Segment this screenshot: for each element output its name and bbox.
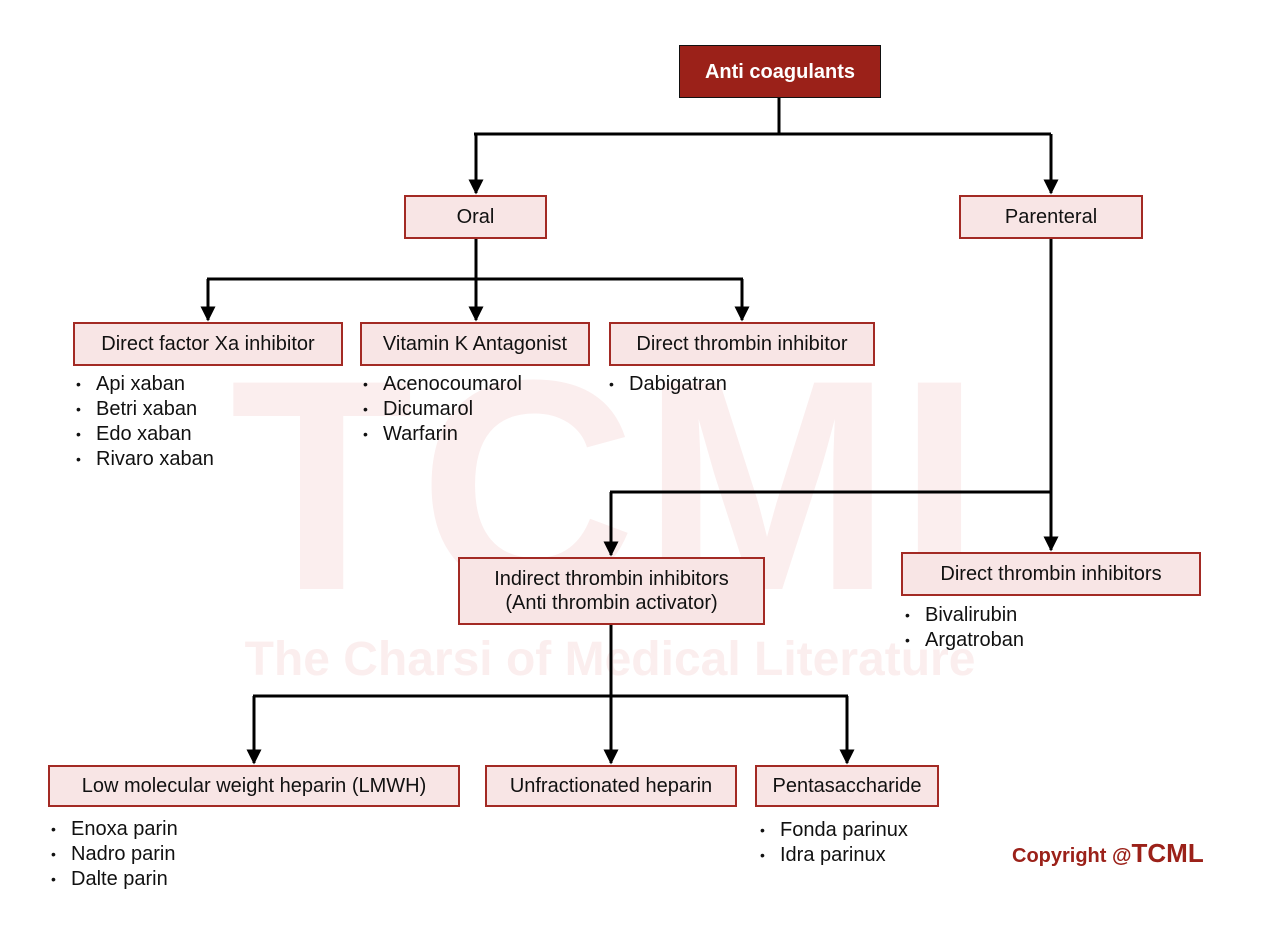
list-lmwh-drugs: Enoxa parin Nadro parin Dalte parin xyxy=(49,817,178,892)
node-unfractionated-heparin: Unfractionated heparin xyxy=(485,765,737,807)
link-parenteral-bus xyxy=(610,238,1053,494)
link-indirect-bus xyxy=(253,625,848,698)
list-factor-xa-drugs: Api xaban Betri xaban Edo xaban Rivaro x… xyxy=(74,372,214,472)
list-item: Dalte parin xyxy=(49,867,178,892)
node-vitamin-k-antagonist: Vitamin K Antagonist xyxy=(360,322,590,366)
list-item: Fonda parinux xyxy=(758,818,908,843)
node-lmwh: Low molecular weight heparin (LMWH) xyxy=(48,765,460,807)
copyright-brand: TCML xyxy=(1131,838,1204,868)
list-vit-k-drugs: Acenocoumarol Dicumarol Warfarin xyxy=(361,372,522,447)
node-direct-factor-xa-inhibitor: Direct factor Xa inhibitor xyxy=(73,322,343,366)
list-item: Argatroban xyxy=(903,628,1024,653)
list-item: Warfarin xyxy=(361,422,522,447)
node-indirect-thrombin-inhibitors: Indirect thrombin inhibitors (Anti throm… xyxy=(458,557,765,625)
list-item: Nadro parin xyxy=(49,842,178,867)
list-item: Api xaban xyxy=(74,372,214,397)
list-item: Dicumarol xyxy=(361,397,522,422)
list-item: Betri xaban xyxy=(74,397,214,422)
list-item: Dabigatran xyxy=(607,372,727,397)
copyright-notice: Copyright @TCML xyxy=(1012,838,1204,869)
list-dti-parenteral-drugs: Bivalirubin Argatroban xyxy=(903,603,1024,653)
list-pentasaccharide-drugs: Fonda parinux Idra parinux xyxy=(758,818,908,868)
node-pentasaccharide: Pentasaccharide xyxy=(755,765,939,807)
node-parenteral: Parenteral xyxy=(959,195,1143,239)
node-anti-coagulants: Anti coagulants xyxy=(679,45,881,98)
list-item: Acenocoumarol xyxy=(361,372,522,397)
link-root-bus xyxy=(474,97,1051,136)
list-dti-oral-drugs: Dabigatran xyxy=(607,372,727,397)
node-direct-thrombin-inhibitor-oral: Direct thrombin inhibitor xyxy=(609,322,875,366)
list-item: Edo xaban xyxy=(74,422,214,447)
node-oral: Oral xyxy=(404,195,547,239)
list-item: Bivalirubin xyxy=(903,603,1024,628)
node-direct-thrombin-inhibitors-parenteral: Direct thrombin inhibitors xyxy=(901,552,1201,596)
copyright-prefix: Copyright @ xyxy=(1012,845,1132,867)
link-oral-bus xyxy=(207,238,743,281)
list-item: Rivaro xaban xyxy=(74,447,214,472)
list-item: Idra parinux xyxy=(758,843,908,868)
list-item: Enoxa parin xyxy=(49,817,178,842)
